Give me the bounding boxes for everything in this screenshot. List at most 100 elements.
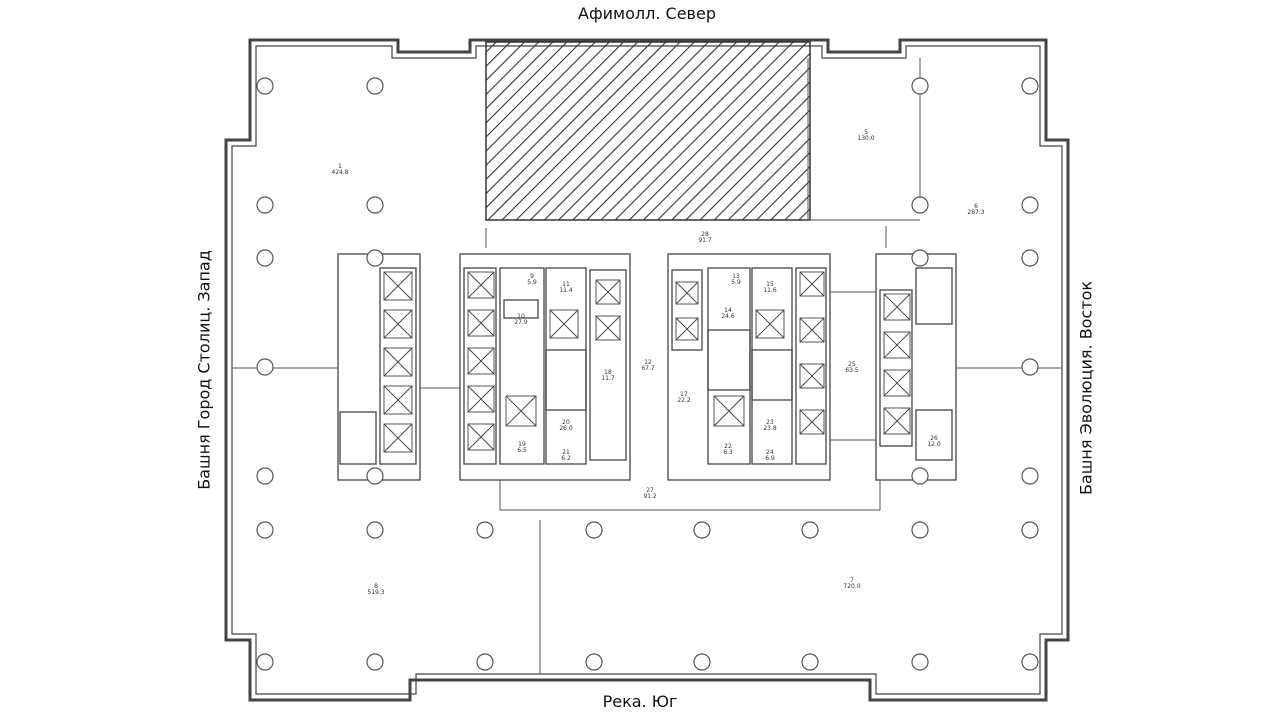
shaft-cell: [675, 317, 699, 341]
shaft-cell: [713, 395, 745, 427]
column-marker: [366, 77, 384, 95]
room-area: 23.8: [763, 425, 777, 432]
shaft-cell: [467, 271, 495, 299]
column-marker: [1021, 77, 1039, 95]
column-marker: [366, 521, 384, 539]
columns: [256, 77, 1039, 671]
shaft-cell: [675, 281, 699, 305]
shaft-cell: [799, 363, 825, 389]
room-area: 11.6: [763, 287, 777, 294]
room-area: 287.3: [967, 209, 984, 216]
room-area: 24.6: [721, 313, 735, 320]
column-marker: [911, 653, 929, 671]
outer-walls: [224, 38, 1070, 702]
south-label: Река. Юг: [602, 692, 678, 711]
room-area: 5.9: [731, 279, 741, 286]
partitions: [232, 58, 1062, 674]
column-marker: [256, 521, 274, 539]
room-number: 9: [530, 273, 534, 280]
column-marker: [911, 77, 929, 95]
room-number: 22: [724, 443, 732, 450]
shaft-cell: [799, 271, 825, 297]
room-number: 13: [732, 273, 740, 280]
shaft-cell: [883, 369, 911, 397]
hatched-void: [485, 41, 811, 221]
shaft-cell: [383, 423, 413, 453]
column-marker: [585, 653, 603, 671]
room-number: 14: [724, 307, 732, 314]
room-area: 6.3: [723, 449, 733, 456]
column-marker: [366, 467, 384, 485]
column-marker: [801, 521, 819, 539]
column-marker: [911, 249, 929, 267]
room-number: 15: [766, 281, 774, 288]
room-number: 10: [517, 313, 525, 320]
north-label: Афимолл. Север: [578, 4, 716, 23]
room-number: 12: [644, 359, 652, 366]
shaft-cell: [883, 293, 911, 321]
column-marker: [911, 521, 929, 539]
room-area: 720.0: [843, 583, 860, 590]
room-area: 6.2: [561, 455, 571, 462]
room-area: 519.3: [367, 589, 384, 596]
shaft-markers: [383, 271, 911, 453]
column-marker: [256, 653, 274, 671]
shaft-cell: [799, 409, 825, 435]
column-marker: [256, 196, 274, 214]
room-number: 19: [518, 441, 526, 448]
room-number: 25: [848, 361, 856, 368]
shaft-cell: [595, 315, 621, 341]
room-area: 6.9: [765, 455, 775, 462]
room-number: 8: [374, 583, 378, 590]
room-number: 6: [974, 203, 978, 210]
column-marker: [366, 653, 384, 671]
room-area: 5.9: [527, 279, 537, 286]
room-area: 27.9: [514, 319, 528, 326]
column-marker: [366, 249, 384, 267]
room-number: 28: [701, 231, 709, 238]
room-area: 91.2: [643, 493, 657, 500]
shaft-cell: [383, 271, 413, 301]
column-marker: [585, 521, 603, 539]
room-number: 27: [646, 487, 654, 494]
room-area: 424.8: [331, 169, 348, 176]
column-marker: [1021, 249, 1039, 267]
room-number: 23: [766, 419, 774, 426]
column-marker: [256, 358, 274, 376]
column-marker: [256, 77, 274, 95]
room-area: 67.7: [641, 365, 655, 372]
shaft-cell: [467, 347, 495, 375]
room-number: 21: [562, 449, 570, 456]
column-marker: [366, 196, 384, 214]
room-number: 1: [338, 163, 342, 170]
room-number: 7: [850, 577, 854, 584]
column-marker: [911, 467, 929, 485]
shaft-cell: [549, 309, 579, 339]
room-area: 91.7: [698, 237, 712, 244]
shaft-cell: [883, 331, 911, 359]
room-number: 18: [604, 369, 612, 376]
room-area: 22.2: [677, 397, 691, 404]
column-marker: [1021, 196, 1039, 214]
room-area: 26.0: [559, 425, 573, 432]
room-area: 130.0: [857, 135, 874, 142]
shaft-cell: [595, 279, 621, 305]
